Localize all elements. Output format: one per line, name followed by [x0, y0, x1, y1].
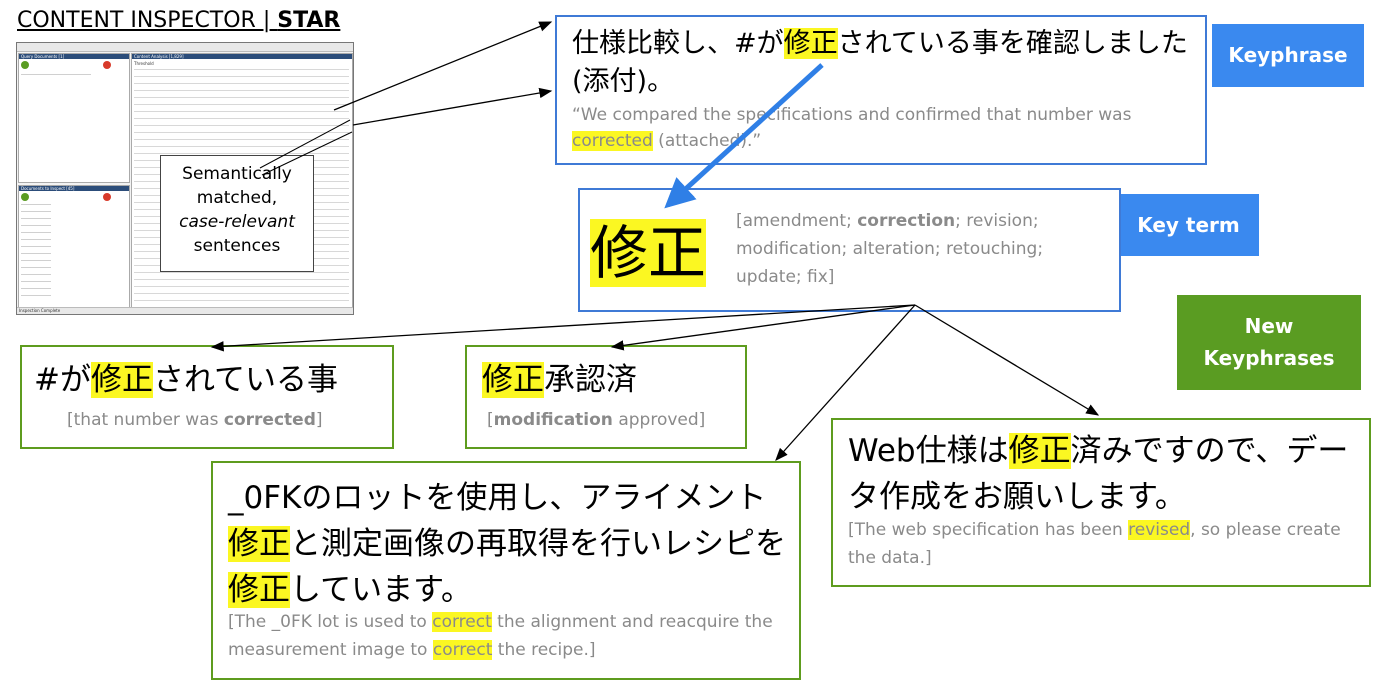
arrow-to-new-keyphrase-4 — [915, 305, 1098, 415]
arrow-to-new-keyphrase-1 — [212, 305, 915, 347]
callout-pointer-1 — [260, 120, 350, 168]
arrow-to-new-keyphrase-3 — [776, 305, 915, 460]
arrow-to-new-keyphrase-2 — [612, 305, 915, 347]
arrow-keyphrase-to-key-term — [668, 65, 822, 205]
callout-pointer-2 — [262, 132, 352, 175]
arrow-screenshot-to-keyphrase-2 — [353, 91, 551, 125]
